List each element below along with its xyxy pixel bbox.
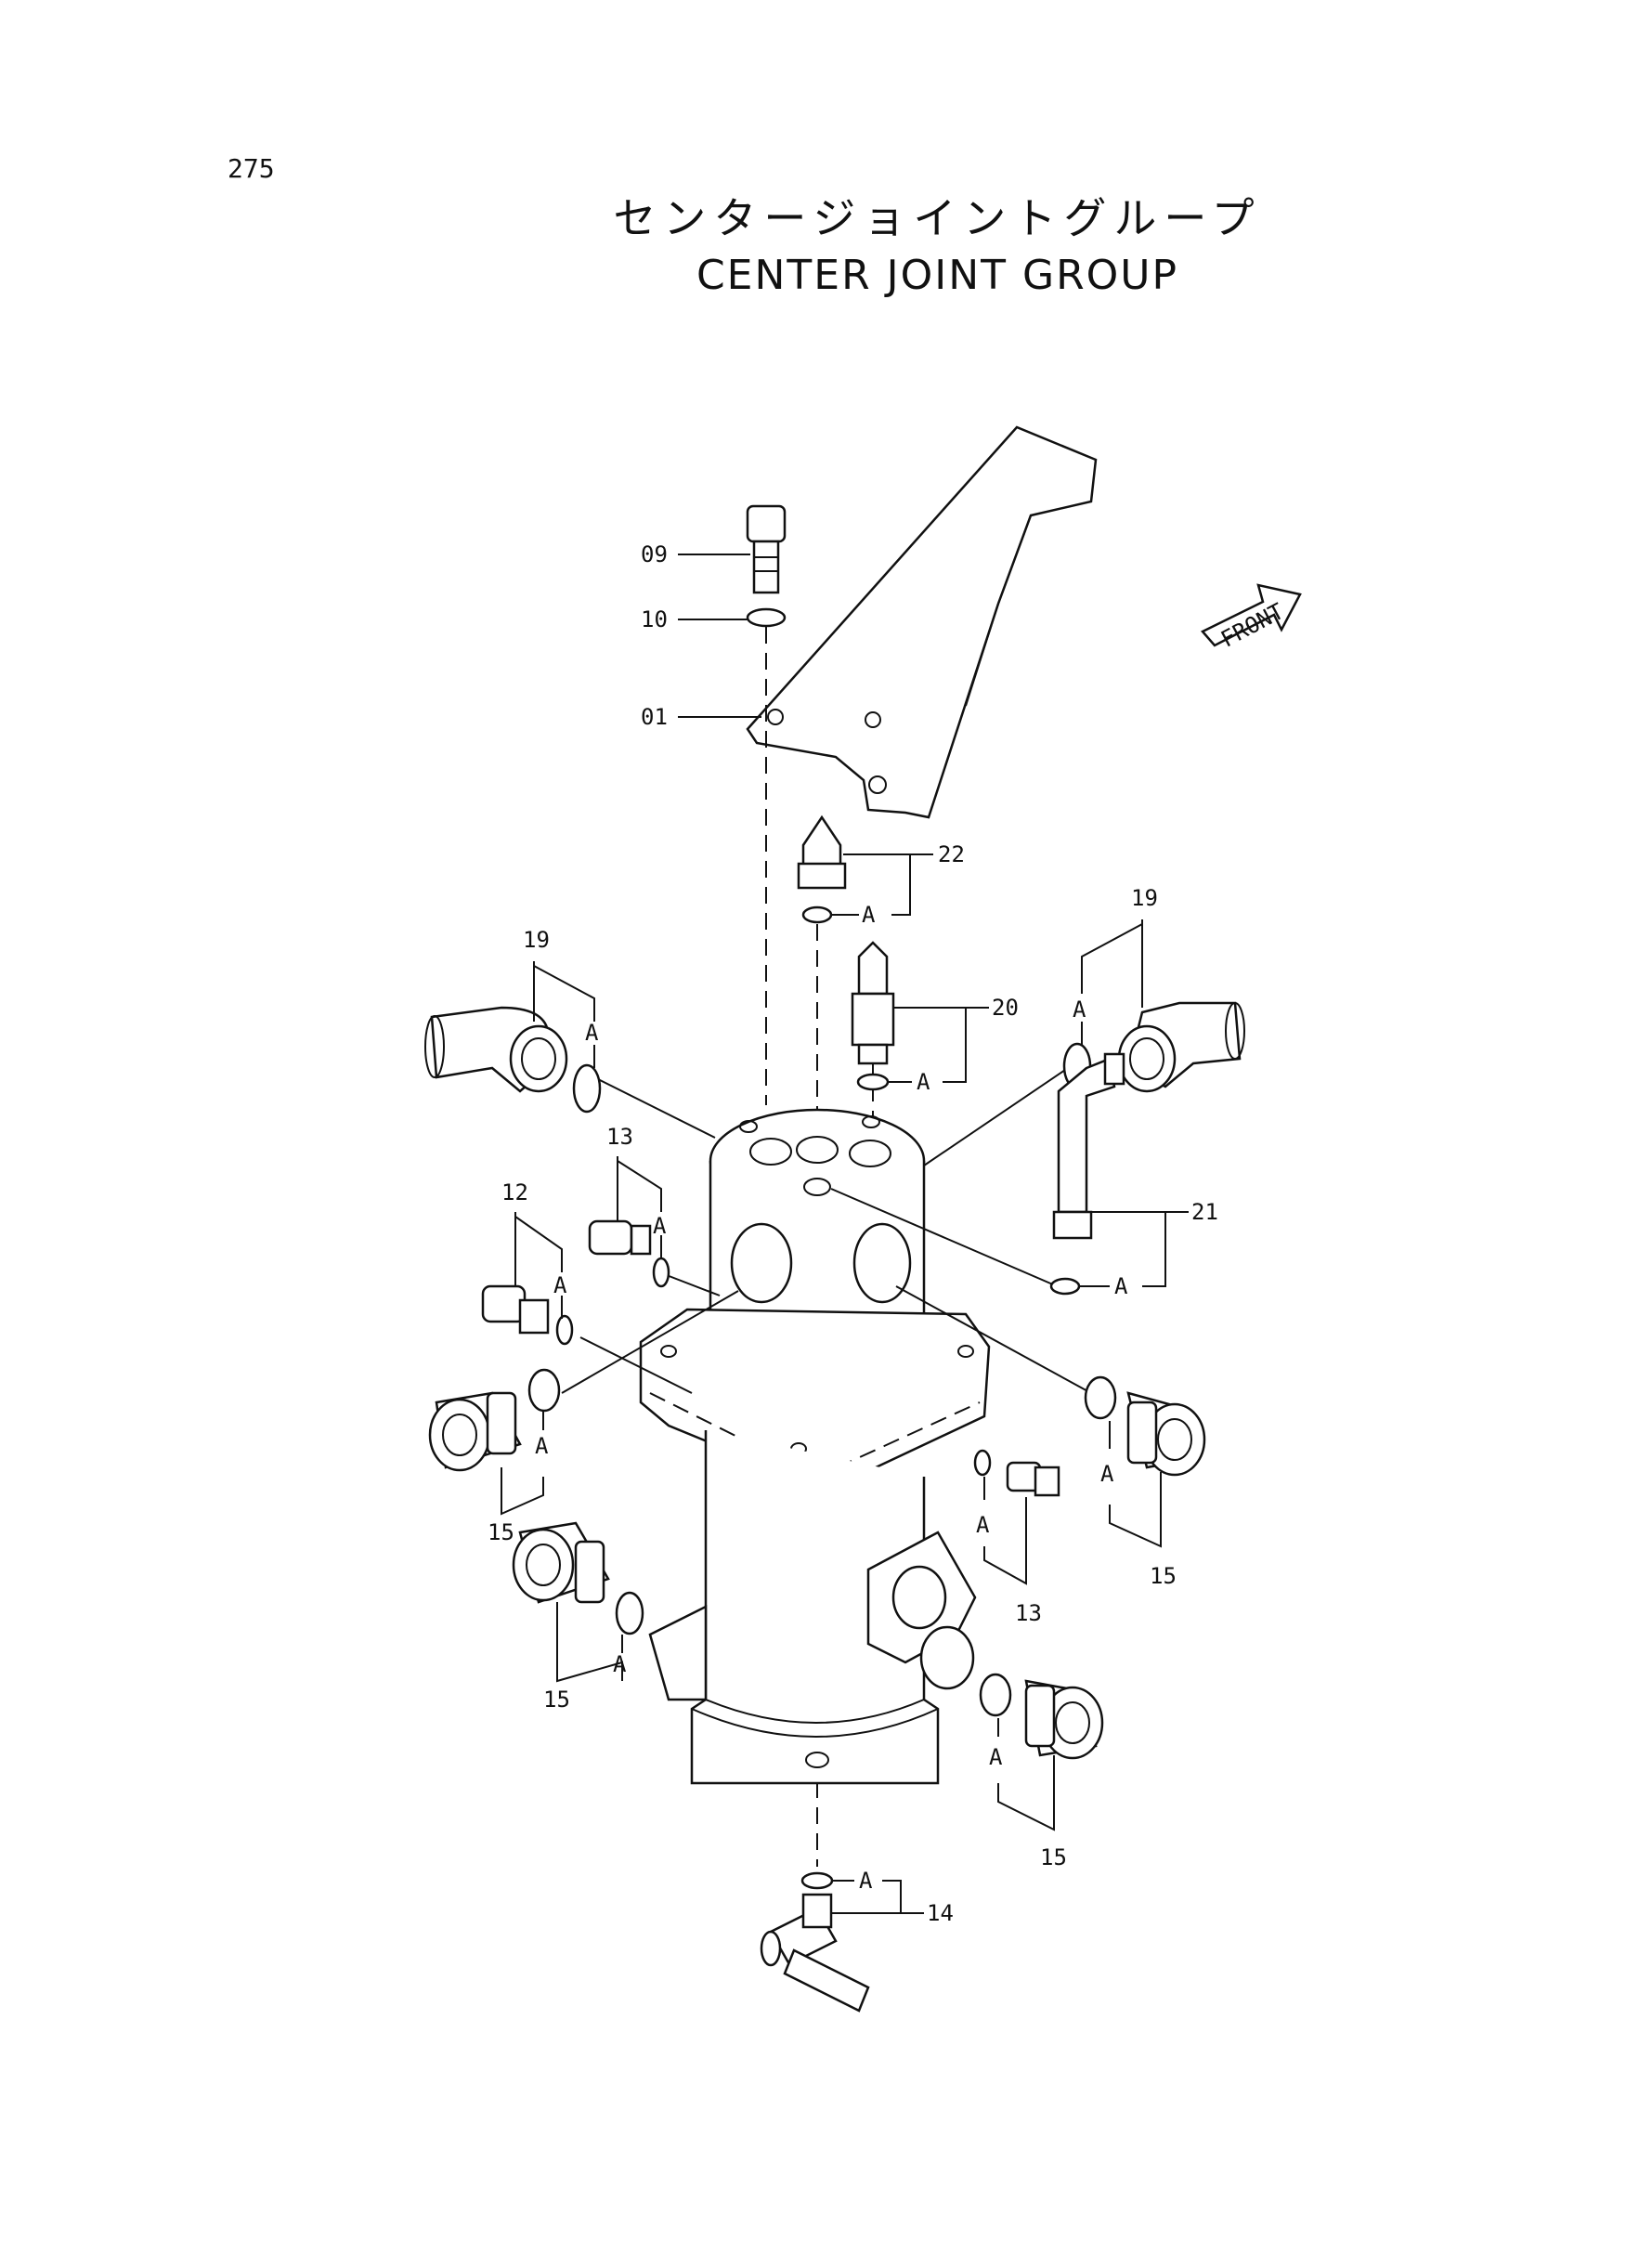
- fitting-20: [851, 941, 895, 1065]
- washer-10: [746, 607, 787, 628]
- fitting-15-right-lower: [1024, 1679, 1104, 1760]
- o-ring-13-left: [652, 1257, 670, 1288]
- o-ring-21: [1049, 1277, 1081, 1296]
- o-ring-19-left: [572, 1063, 602, 1114]
- elbow-19-right: [1117, 1001, 1245, 1093]
- leader-15-left-upper: [561, 1290, 739, 1394]
- o-ring-15-left-upper: [527, 1368, 561, 1413]
- fitting-12: [481, 1284, 550, 1335]
- o-ring-20: [856, 1073, 890, 1091]
- callout-19-left: 19: [523, 927, 550, 953]
- leader-21: [830, 1188, 1069, 1292]
- leader-19-right: [923, 1067, 1069, 1166]
- center-joint-body: [639, 1108, 991, 1785]
- fitting-13-left: [588, 1219, 652, 1256]
- tee-fitting-14: [760, 1893, 870, 2013]
- callout-12: 12: [501, 1179, 528, 1205]
- callout-20: 20: [992, 995, 1019, 1021]
- sub-a-19-right: A: [1073, 997, 1086, 1023]
- o-ring-22: [801, 905, 833, 924]
- fitting-15-left-upper: [428, 1391, 522, 1472]
- o-ring-14: [800, 1871, 834, 1890]
- title-japanese: センタージョイントグループ: [613, 193, 1262, 243]
- fitting-22: [797, 814, 847, 890]
- fitting-15-right-upper: [1126, 1391, 1206, 1477]
- callout-13-right: 13: [1015, 1600, 1042, 1626]
- o-ring-15-right-upper: [1084, 1375, 1117, 1420]
- sub-a-12: A: [553, 1272, 567, 1298]
- sub-a-15-right-upper: A: [1100, 1461, 1114, 1487]
- sub-a-15-right-lower: A: [989, 1744, 1003, 1770]
- leader-12: [579, 1336, 693, 1394]
- callout-21: 21: [1191, 1199, 1218, 1225]
- page-number: 275: [228, 153, 275, 184]
- callout-15-left-upper: 15: [488, 1519, 514, 1545]
- o-ring-15-right-lower: [979, 1673, 1012, 1717]
- title-english: CENTER JOINT GROUP: [696, 252, 1179, 299]
- bolt-09: [746, 504, 787, 594]
- sub-a-14: A: [859, 1868, 873, 1894]
- sub-a-21: A: [1114, 1273, 1128, 1299]
- callout-19-right: 19: [1131, 885, 1158, 911]
- o-ring-15-left-lower: [615, 1591, 644, 1635]
- callout-01: 01: [641, 704, 668, 730]
- callout-14: 14: [927, 1900, 954, 1926]
- mounting-bracket: [746, 425, 1098, 819]
- fitting-15-left-lower: [512, 1521, 610, 1604]
- elbow-19-left: [424, 1006, 568, 1093]
- leader-15-right-upper: [895, 1285, 1092, 1394]
- front-direction-arrow: FRONT: [1200, 583, 1302, 653]
- callout-09: 09: [641, 541, 668, 567]
- sub-a-15-left-lower: A: [613, 1651, 627, 1677]
- sub-a-13-left: A: [653, 1213, 667, 1239]
- fitting-13-right: [1006, 1461, 1060, 1497]
- callout-15-right-upper: 15: [1150, 1563, 1177, 1589]
- callout-15-right-lower: 15: [1040, 1844, 1067, 1870]
- sub-a-15-left-upper: A: [535, 1433, 549, 1459]
- leader-19-left: [593, 1076, 716, 1139]
- callout-15-left-lower: 15: [543, 1687, 570, 1713]
- callout-22: 22: [938, 841, 965, 867]
- title-block: センタージョイントグループ CENTER JOINT GROUP: [0, 190, 1652, 306]
- o-ring-12: [555, 1314, 574, 1346]
- callout-13-left: 13: [606, 1124, 633, 1150]
- elbow-21: [1052, 1052, 1125, 1240]
- callout-10: 10: [641, 606, 668, 632]
- sub-a-19-left: A: [585, 1020, 599, 1046]
- o-ring-13-right: [973, 1449, 992, 1477]
- sub-a-13-right: A: [976, 1512, 990, 1538]
- sub-a-20: A: [917, 1069, 930, 1095]
- sub-a-22: A: [862, 902, 876, 928]
